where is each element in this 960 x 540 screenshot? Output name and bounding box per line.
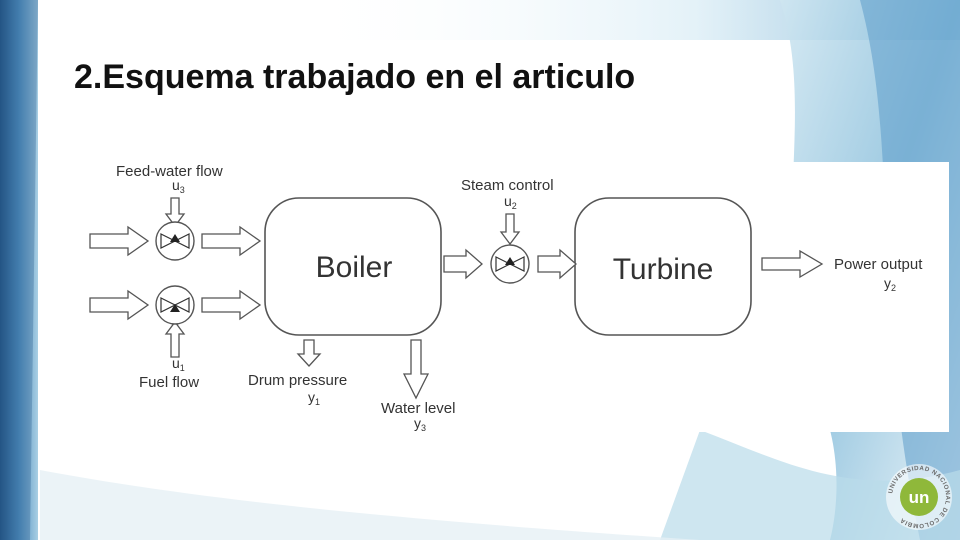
svg-text:un: un	[909, 488, 930, 507]
power-output-label: Power output	[834, 256, 923, 273]
feed-water-inlet-arrow	[89, 225, 150, 257]
steam-control-arrow	[499, 213, 521, 246]
boiler-to-steam-valve-arrow	[443, 248, 483, 280]
diagram-canvas: Boiler Turbine	[89, 163, 923, 432]
flow-arrows	[89, 225, 824, 321]
fuel-valve	[155, 285, 195, 325]
steam-valve	[490, 244, 530, 284]
feed-water-to-boiler-arrow	[201, 225, 262, 257]
logo-mark	[900, 478, 938, 516]
steam-control-symbol: u2	[504, 193, 517, 211]
fuel-symbol: u1	[172, 355, 185, 373]
fuel-to-boiler-arrow	[201, 289, 262, 321]
fuel-label: Fuel flow	[139, 374, 199, 391]
drum-pressure-label: Drum pressure	[248, 372, 347, 389]
drum-pressure-symbol: y1	[308, 389, 320, 407]
power-output-symbol: y2	[884, 275, 896, 293]
feed-water-label: Feed-water flow	[116, 163, 223, 180]
boiler-label: Boiler	[316, 251, 393, 284]
water-level-symbol: y3	[414, 415, 426, 432]
process-diagram: Boiler Turbine	[88, 162, 949, 432]
drum-pressure-arrow	[296, 339, 322, 367]
boiler-block	[264, 197, 442, 336]
fuel-control-arrow	[164, 320, 186, 358]
slide-title: 2.Esquema trabajado en el articulo	[74, 58, 636, 96]
water-level-arrow	[402, 339, 430, 400]
steam-control-label: Steam control	[461, 177, 554, 194]
university-logo: UNIVERSIDAD NACIONAL DE COLOMBIA un	[884, 462, 954, 532]
feed-water-symbol: u3	[172, 177, 185, 195]
water-level-label: Water level	[381, 400, 455, 417]
turbine-block	[574, 197, 752, 336]
feed-water-control-arrow	[164, 197, 186, 228]
steam-valve-to-turbine-arrow	[537, 248, 577, 280]
feed-water-valve	[155, 221, 195, 261]
fuel-inlet-arrow	[89, 289, 150, 321]
turbine-label: Turbine	[613, 253, 714, 286]
power-output-arrow	[761, 249, 824, 279]
